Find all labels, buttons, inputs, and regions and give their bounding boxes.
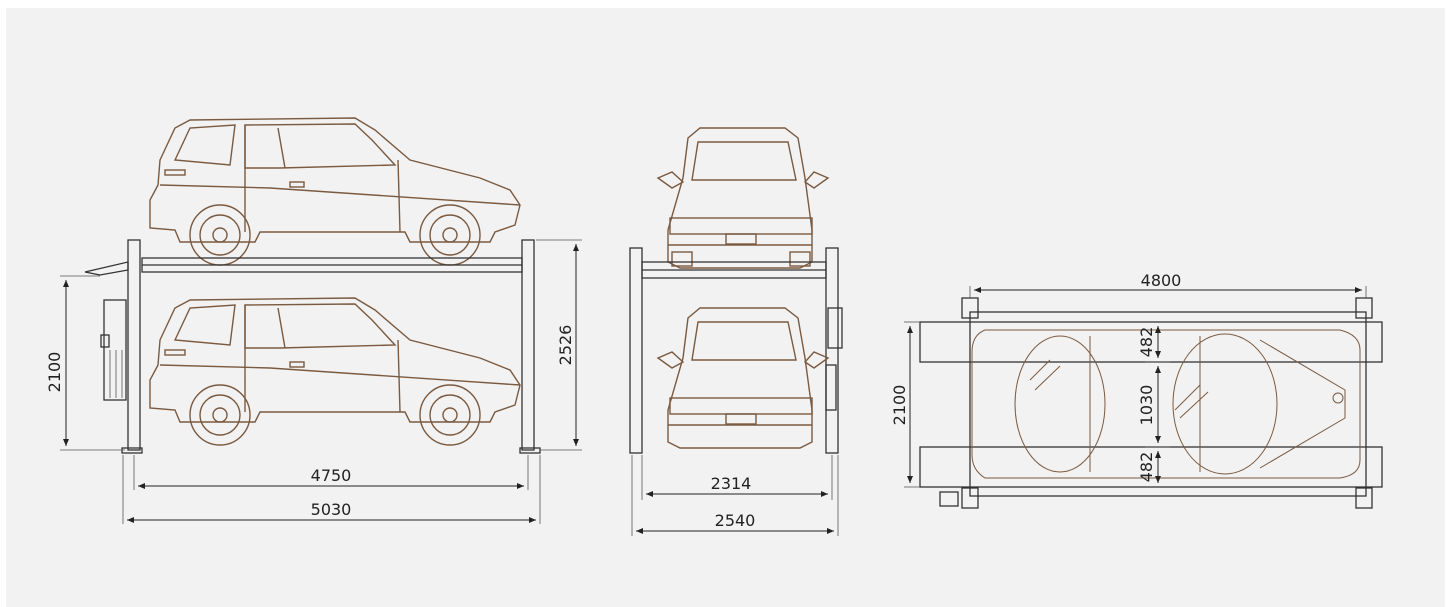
power-unit	[103, 299, 127, 401]
dim-side-lower-height: 2100	[45, 352, 64, 393]
side-post-left	[127, 239, 141, 451]
front-view: 2314 2540	[629, 127, 843, 536]
side-view: 4750 5030 2100 2526	[45, 117, 582, 524]
side-car-upper	[149, 117, 521, 266]
front-car-lower	[656, 307, 830, 449]
dim-side-outer-length: 5030	[311, 500, 352, 519]
dim-top-length: 4800	[1141, 271, 1182, 290]
dim-side-total-height: 2526	[556, 325, 575, 366]
dim-top-runway-lower: 482	[1137, 452, 1156, 483]
side-car-lower	[149, 297, 521, 446]
dim-front-inner-width: 2314	[711, 474, 752, 493]
dim-top-gap: 1030	[1137, 385, 1156, 426]
front-car-upper	[656, 127, 830, 269]
front-post-left	[629, 247, 643, 454]
dim-top-runway-upper: 482	[1137, 327, 1156, 358]
front-post-right	[825, 247, 839, 454]
top-car	[971, 329, 1361, 479]
side-post-right	[521, 239, 535, 451]
dim-top-width: 2100	[890, 385, 909, 426]
top-frame	[969, 311, 1367, 497]
top-view: 4800 2100 482 1030 482	[890, 271, 1383, 509]
dim-side-inner-length: 4750	[311, 466, 352, 485]
dim-front-outer-width: 2540	[715, 511, 756, 530]
